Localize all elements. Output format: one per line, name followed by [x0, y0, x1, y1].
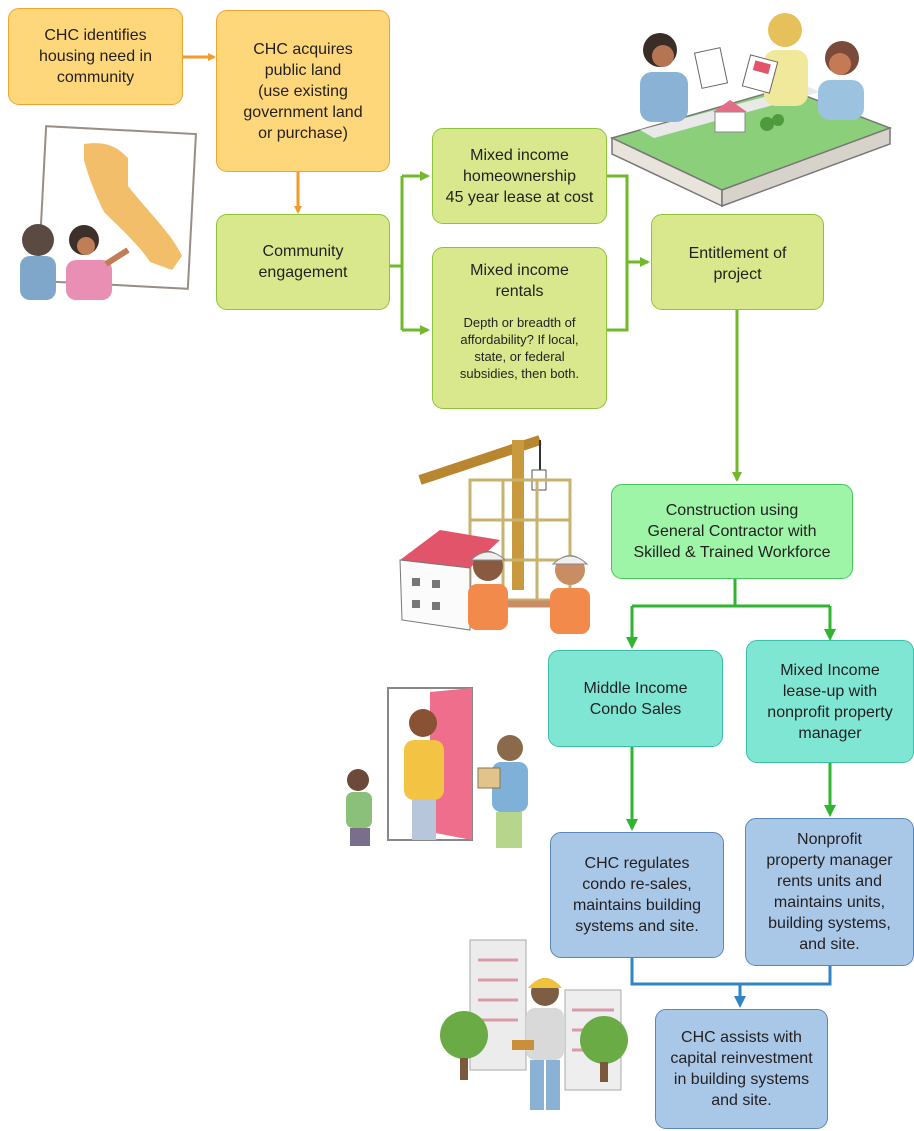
node-text-line: affordability? If local, [460, 332, 579, 347]
people-reviewing-site-model-icon [609, 13, 893, 208]
arrow-construction-split [632, 578, 830, 608]
node-text-line: Depth or breadth of [463, 315, 576, 330]
node-text-line: Mixed income [470, 262, 569, 279]
node-text-line: state, or federal [474, 349, 565, 364]
node-mixed-income-rentals: Mixed income rentals Depth or breadth of… [432, 247, 607, 409]
node-text-line: government land [243, 103, 363, 121]
node-text-line: maintains units, [773, 894, 886, 911]
node-text-line: (use existing [258, 82, 348, 100]
node-entitlement: Entitlement of project [651, 214, 824, 310]
node-text-line: engagement [258, 264, 348, 281]
node-text-line: building systems, [768, 915, 891, 932]
node-text-line: General Contractor with [647, 523, 817, 540]
node-text-line: subsidies, then both. [459, 366, 580, 381]
node-text-line: 45 year lease at cost [445, 188, 594, 206]
node-text-line: rentals [495, 283, 544, 300]
node-leaseup: Mixed Income lease-up with nonprofit pro… [746, 640, 914, 763]
node-text-line: or purchase) [258, 124, 348, 142]
arrow-blue-merge [630, 958, 832, 986]
rentals-note: Depth or breadth of affordability? If lo… [460, 314, 579, 382]
node-text-line: homeownership [463, 167, 576, 185]
node-text-line: lease-up with [782, 682, 878, 700]
node-text-line: Mixed Income [780, 661, 880, 679]
node-text-line: Skilled & Trained Workforce [633, 544, 831, 561]
node-community-engagement: Community engagement [216, 214, 390, 310]
maintenance-worker-with-buildings-icon [440, 939, 628, 1110]
node-text-line: and site. [711, 1092, 772, 1109]
node-condo-sales: Middle Income Condo Sales [548, 650, 723, 747]
node-text-line: systems and site. [575, 918, 699, 935]
node-text-line: Nonprofit [797, 831, 862, 848]
node-text-line: capital reinvestment [670, 1050, 813, 1067]
family-at-front-door-icon [346, 687, 528, 848]
node-text-line: CHC identifies [44, 27, 147, 44]
node-capital-reinvestment: CHC assists with capital reinvestment in… [655, 1009, 828, 1129]
node-text-line: manager [798, 724, 862, 742]
node-text-line: CHC acquires [253, 40, 353, 58]
node-text-line: housing need in [39, 48, 152, 65]
arrow-engagement-branch [390, 176, 404, 330]
node-text-line: and site. [799, 936, 860, 953]
node-text-line: Mixed income [470, 146, 569, 164]
node-text-line: Construction using [665, 502, 799, 519]
node-text-line: rents units and [777, 873, 882, 890]
node-text-line: Entitlement of [688, 245, 787, 262]
node-text-line: public land [264, 61, 342, 79]
node-text-line: property manager [766, 852, 893, 869]
node-text-line: in building systems [673, 1071, 810, 1088]
node-text-line: CHC regulates [584, 855, 690, 872]
node-text-line: Community [262, 243, 344, 260]
node-text-line: community [56, 69, 135, 86]
construction-workers-shaking-hands-icon [399, 435, 590, 634]
node-acquire-land: CHC acquires public land (use existing g… [216, 10, 390, 172]
node-identify-need: CHC identifies housing need in community [8, 8, 183, 105]
arrow-merge-to-entitlement [607, 174, 648, 332]
people-at-california-map-icon [20, 125, 197, 300]
node-text-line: project [713, 266, 762, 283]
node-text-line: maintains building [572, 897, 702, 914]
node-text-line: nonprofit property [767, 703, 893, 721]
node-construction: Construction using General Contractor wi… [611, 484, 853, 579]
node-property-manager-rents: Nonprofit property manager rents units a… [745, 818, 914, 966]
node-regulates-resales: CHC regulates condo re-sales, maintains … [550, 832, 724, 958]
node-text-line: Condo Sales [589, 700, 682, 718]
node-mixed-income-homeownership: Mixed income homeownership 45 year lease… [432, 128, 607, 224]
node-text-line: CHC assists with [681, 1029, 802, 1046]
node-text-line: condo re-sales, [582, 876, 692, 893]
node-text-line: Middle Income [583, 679, 688, 697]
